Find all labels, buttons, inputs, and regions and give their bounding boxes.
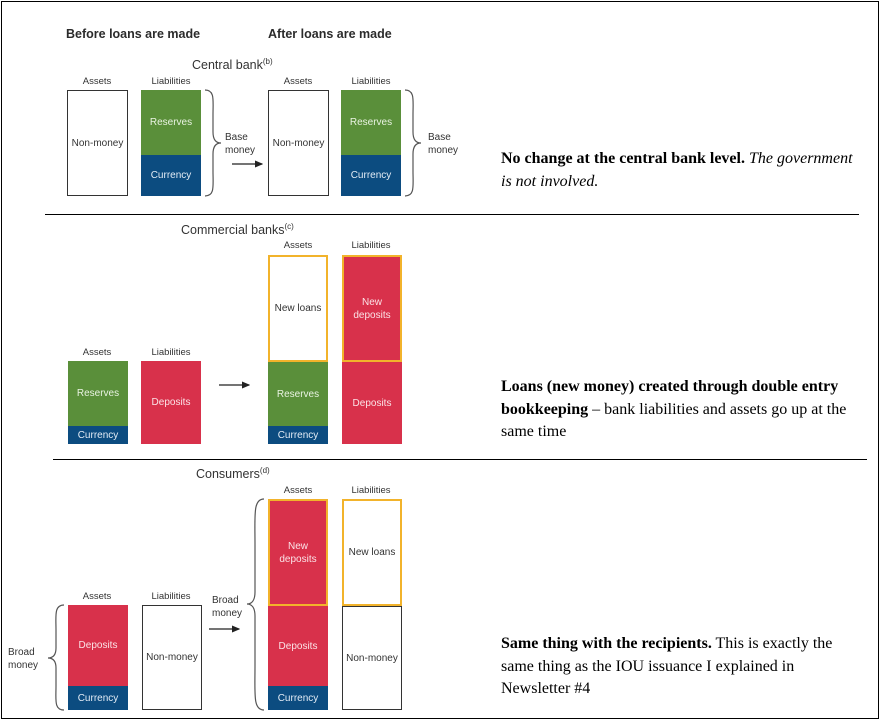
cons-after-currency-box: Currency <box>268 686 328 710</box>
commercial-banks-note: Loans (new money) created through double… <box>501 378 847 441</box>
cb-before-currency-box: Currency <box>141 155 201 196</box>
header-after: After loans are made <box>268 27 392 41</box>
cons-before-assets-label: Assets <box>82 591 112 602</box>
cons-after-broad-money-label: Broad money <box>212 595 243 619</box>
cb-after-liabilities-label: Liabilities <box>351 76 391 87</box>
cb-before-non-money-box: Non-money <box>67 90 128 196</box>
consumers-note: Same thing with the recipients. This is … <box>501 635 833 698</box>
comm-after-assets-label: Assets <box>283 240 313 251</box>
comm-before-currency-box: Currency <box>68 426 128 444</box>
cons-before-liabilities-label: Liabilities <box>151 591 191 602</box>
commercial-banks-title: Commercial banks(c) <box>181 222 294 238</box>
header-before: Before loans are made <box>66 27 201 41</box>
comm-before-reserves-box: Reserves <box>68 361 128 426</box>
comm-after-deposits-box: Deposits <box>342 362 402 444</box>
comm-before-liabilities-label: Liabilities <box>151 347 191 358</box>
comm-after-reserves-box: Reserves <box>268 362 328 426</box>
cb-before-liabilities-label: Liabilities <box>151 76 191 87</box>
cons-after-new-loans-box: New loans <box>342 499 402 606</box>
comm-after-new-loans-box: New loans <box>268 255 328 362</box>
comm-after-liabilities-label: Liabilities <box>351 240 391 251</box>
divider-2 <box>53 459 867 460</box>
cb-after-base-money-label: Base money <box>428 132 459 156</box>
divider-1 <box>45 214 859 215</box>
cons-before-non-money-box: Non-money <box>142 605 202 710</box>
comm-before-deposits-box: Deposits <box>141 361 201 444</box>
cb-after-currency-box: Currency <box>341 155 401 196</box>
central-bank-title: Central bank(b) <box>192 57 273 73</box>
cons-before-currency-box: Currency <box>68 686 128 710</box>
comm-before-assets-label: Assets <box>82 347 112 358</box>
cb-after-reserves-box: Reserves <box>341 90 401 155</box>
consumers-title: Consumers(d) <box>196 466 270 482</box>
cons-after-non-money-box: Non-money <box>342 606 402 710</box>
cons-after-new-deposits-box: New deposits <box>268 499 328 606</box>
cb-before-reserves-box: Reserves <box>141 90 201 155</box>
cons-after-assets-label: Assets <box>283 485 313 496</box>
cons-before-deposits-box: Deposits <box>68 605 128 686</box>
cb-before-assets-label: Assets <box>82 76 112 87</box>
cons-after-deposits-box: Deposits <box>268 606 328 686</box>
cb-before-base-money-label: Base money <box>225 132 256 156</box>
comm-after-currency-box: Currency <box>268 426 328 444</box>
cb-after-non-money-box: Non-money <box>268 90 329 196</box>
cb-after-assets-label: Assets <box>283 76 313 87</box>
cons-after-liabilities-label: Liabilities <box>351 485 391 496</box>
cons-before-broad-money-label: Broad money <box>8 647 39 671</box>
comm-after-new-deposits-box: New deposits <box>342 255 402 362</box>
central-bank-note: No change at the central bank level. The… <box>501 150 853 190</box>
